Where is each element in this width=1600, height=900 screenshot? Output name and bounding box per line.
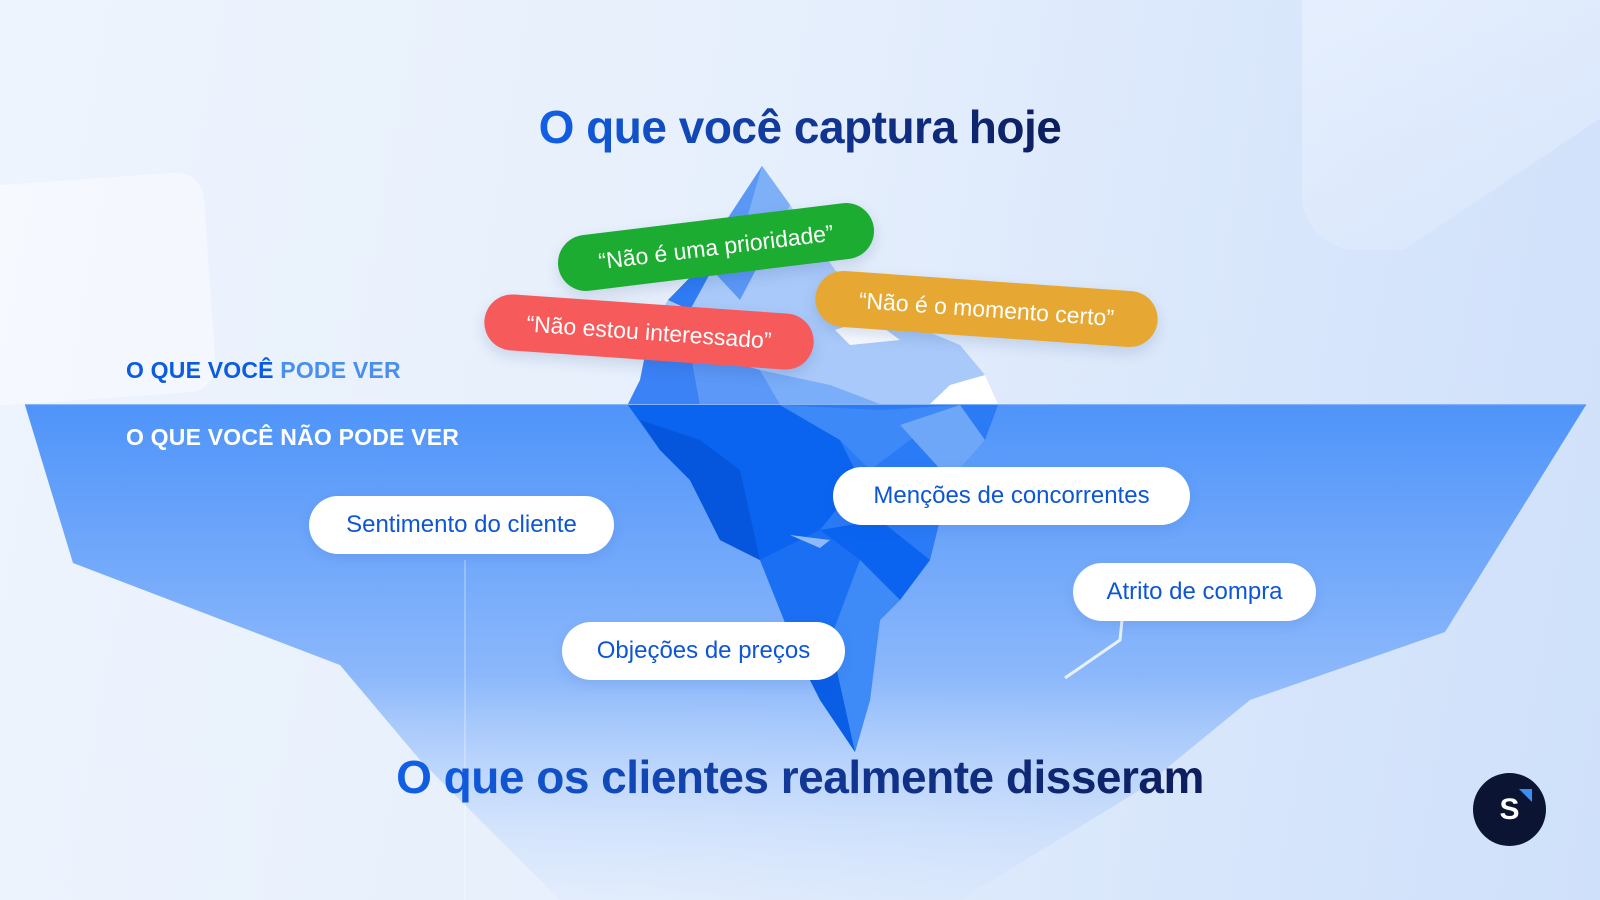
logo-corner-icon <box>1519 789 1532 802</box>
label-visible-zone: O QUE VOCÊ PODE VER <box>126 357 401 383</box>
title-top: O que você captura hoje <box>538 101 1062 153</box>
insight-pill-customer-sentiment: Sentimento do cliente <box>309 496 614 554</box>
title-bottom: O que os clientes realmente disseram <box>396 751 1204 803</box>
logo-letter: S <box>1499 792 1520 826</box>
brand-logo: S <box>1473 773 1546 846</box>
insight-pill-competitor-mentions: Menções de concorrentes <box>833 467 1190 525</box>
insight-pill-price-objections: Objeções de preços <box>562 622 845 680</box>
insight-pill-purchase-friction: Atrito de compra <box>1073 563 1316 621</box>
label-hidden-zone: O QUE VOCÊ NÃO PODE VER <box>126 424 460 450</box>
